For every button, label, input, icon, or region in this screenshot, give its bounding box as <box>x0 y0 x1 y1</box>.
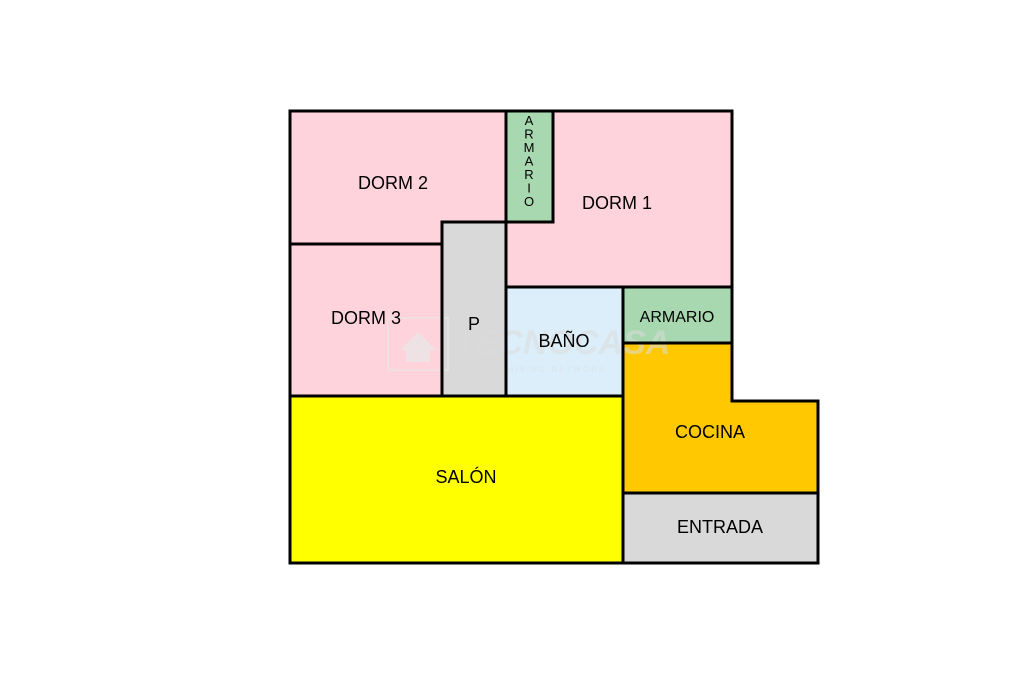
label-dorm1: DORM 1 <box>582 193 652 213</box>
watermark-house-icon <box>400 332 436 362</box>
watermark-logo-box <box>387 317 449 371</box>
room-cocina <box>623 343 818 493</box>
label-bano: BAÑO <box>538 330 589 351</box>
label-entrada: ENTRADA <box>677 517 763 537</box>
watermark-tagline: FRANCHISING NETWORK <box>470 365 606 374</box>
label-armario-right: ARMARIO <box>640 309 715 326</box>
label-dorm2: DORM 2 <box>358 173 428 193</box>
room-bano <box>506 287 623 396</box>
walls <box>288 109 820 565</box>
room-armario-right <box>623 287 732 343</box>
room-entrada <box>623 493 818 563</box>
room-armario-top <box>506 111 553 222</box>
label-cocina: COCINA <box>675 422 745 442</box>
room-salon <box>290 396 623 563</box>
outer-wall <box>288 109 820 565</box>
label-salon: SALÓN <box>435 466 496 487</box>
room-dorm1 <box>506 111 732 287</box>
label-pasillo: P <box>468 314 480 334</box>
room-pasillo <box>442 222 506 396</box>
label-dorm3: DORM 3 <box>331 308 401 328</box>
